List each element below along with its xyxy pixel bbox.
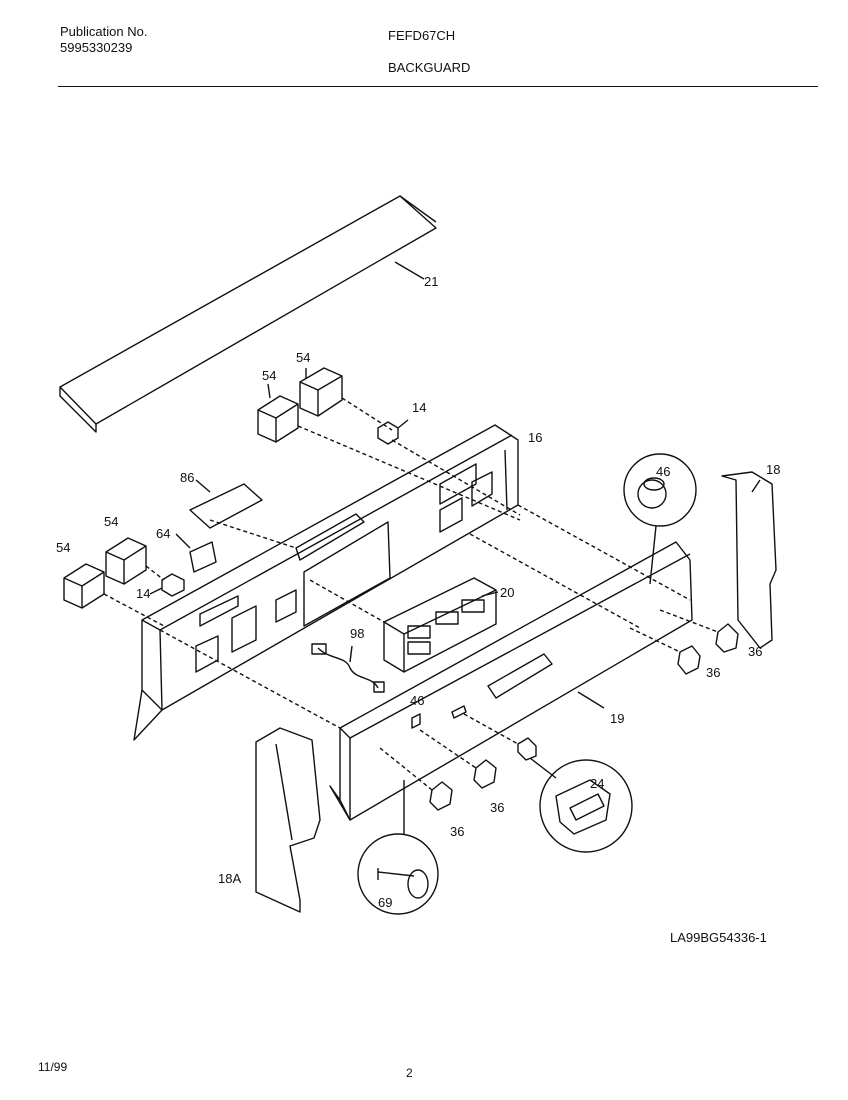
callout-86: 86	[180, 470, 194, 485]
callout-14: 14	[136, 586, 150, 601]
board-86	[189, 483, 263, 529]
end-cap-18	[721, 471, 777, 649]
front-panel-19	[329, 541, 693, 821]
detail-circle-46	[623, 453, 697, 527]
callout-21: 21	[424, 274, 438, 289]
publication-number: 5995330239	[60, 40, 133, 55]
drawing-id: LA99BG54336-1	[670, 930, 767, 945]
page-number: 2	[406, 1066, 413, 1080]
knob-36-b	[715, 623, 739, 653]
switch-54-a	[299, 367, 343, 417]
knob-36-d	[429, 781, 453, 811]
model-number: FEFD67CH	[388, 28, 456, 43]
rocker-switch-24	[517, 737, 537, 761]
knob-36-c	[473, 759, 497, 789]
detail-circle-24	[539, 759, 633, 853]
connector-14-left	[161, 573, 185, 597]
callout-69: 69	[378, 895, 392, 910]
connector-14-top	[377, 421, 399, 445]
callout-20: 20	[500, 585, 514, 600]
knob-36-a	[677, 645, 701, 675]
callout-24: 24	[590, 776, 604, 791]
callout-46: 46	[656, 464, 670, 479]
detail-circle-69	[357, 833, 439, 915]
callout-54: 54	[296, 350, 310, 365]
footer-date: 11/99	[38, 1060, 68, 1074]
callout-16: 16	[528, 430, 542, 445]
callout-46: 46	[410, 693, 424, 708]
callout-36: 36	[706, 665, 720, 680]
callout-14: 14	[412, 400, 426, 415]
callout-labels: 21 54 54 14 16 46 18 86 64 54 54 14 20 9…	[56, 274, 780, 910]
header-rule	[58, 86, 818, 87]
top-trim-part	[59, 195, 437, 433]
wire-harness-98	[317, 647, 379, 689]
knob-insert-46	[411, 713, 421, 729]
switch-54-d	[63, 563, 105, 609]
control-board-20	[383, 577, 497, 673]
section-title: BACKGUARD	[388, 60, 471, 75]
callout-19: 19	[610, 711, 624, 726]
switch-54-c	[105, 537, 147, 585]
callout-18A: 18A	[218, 871, 241, 886]
switch-54-b	[257, 383, 299, 443]
callout-54: 54	[262, 368, 276, 383]
callout-64: 64	[156, 526, 170, 541]
callout-54: 54	[56, 540, 70, 555]
callout-36: 36	[490, 800, 504, 815]
callout-36: 36	[748, 644, 762, 659]
part-64	[189, 541, 217, 573]
callout-36: 36	[450, 824, 464, 839]
publication-label: Publication No.	[60, 24, 148, 39]
end-cap-18A	[255, 727, 321, 913]
callout-98: 98	[350, 626, 364, 641]
callout-18: 18	[766, 462, 780, 477]
callout-54: 54	[104, 514, 118, 529]
